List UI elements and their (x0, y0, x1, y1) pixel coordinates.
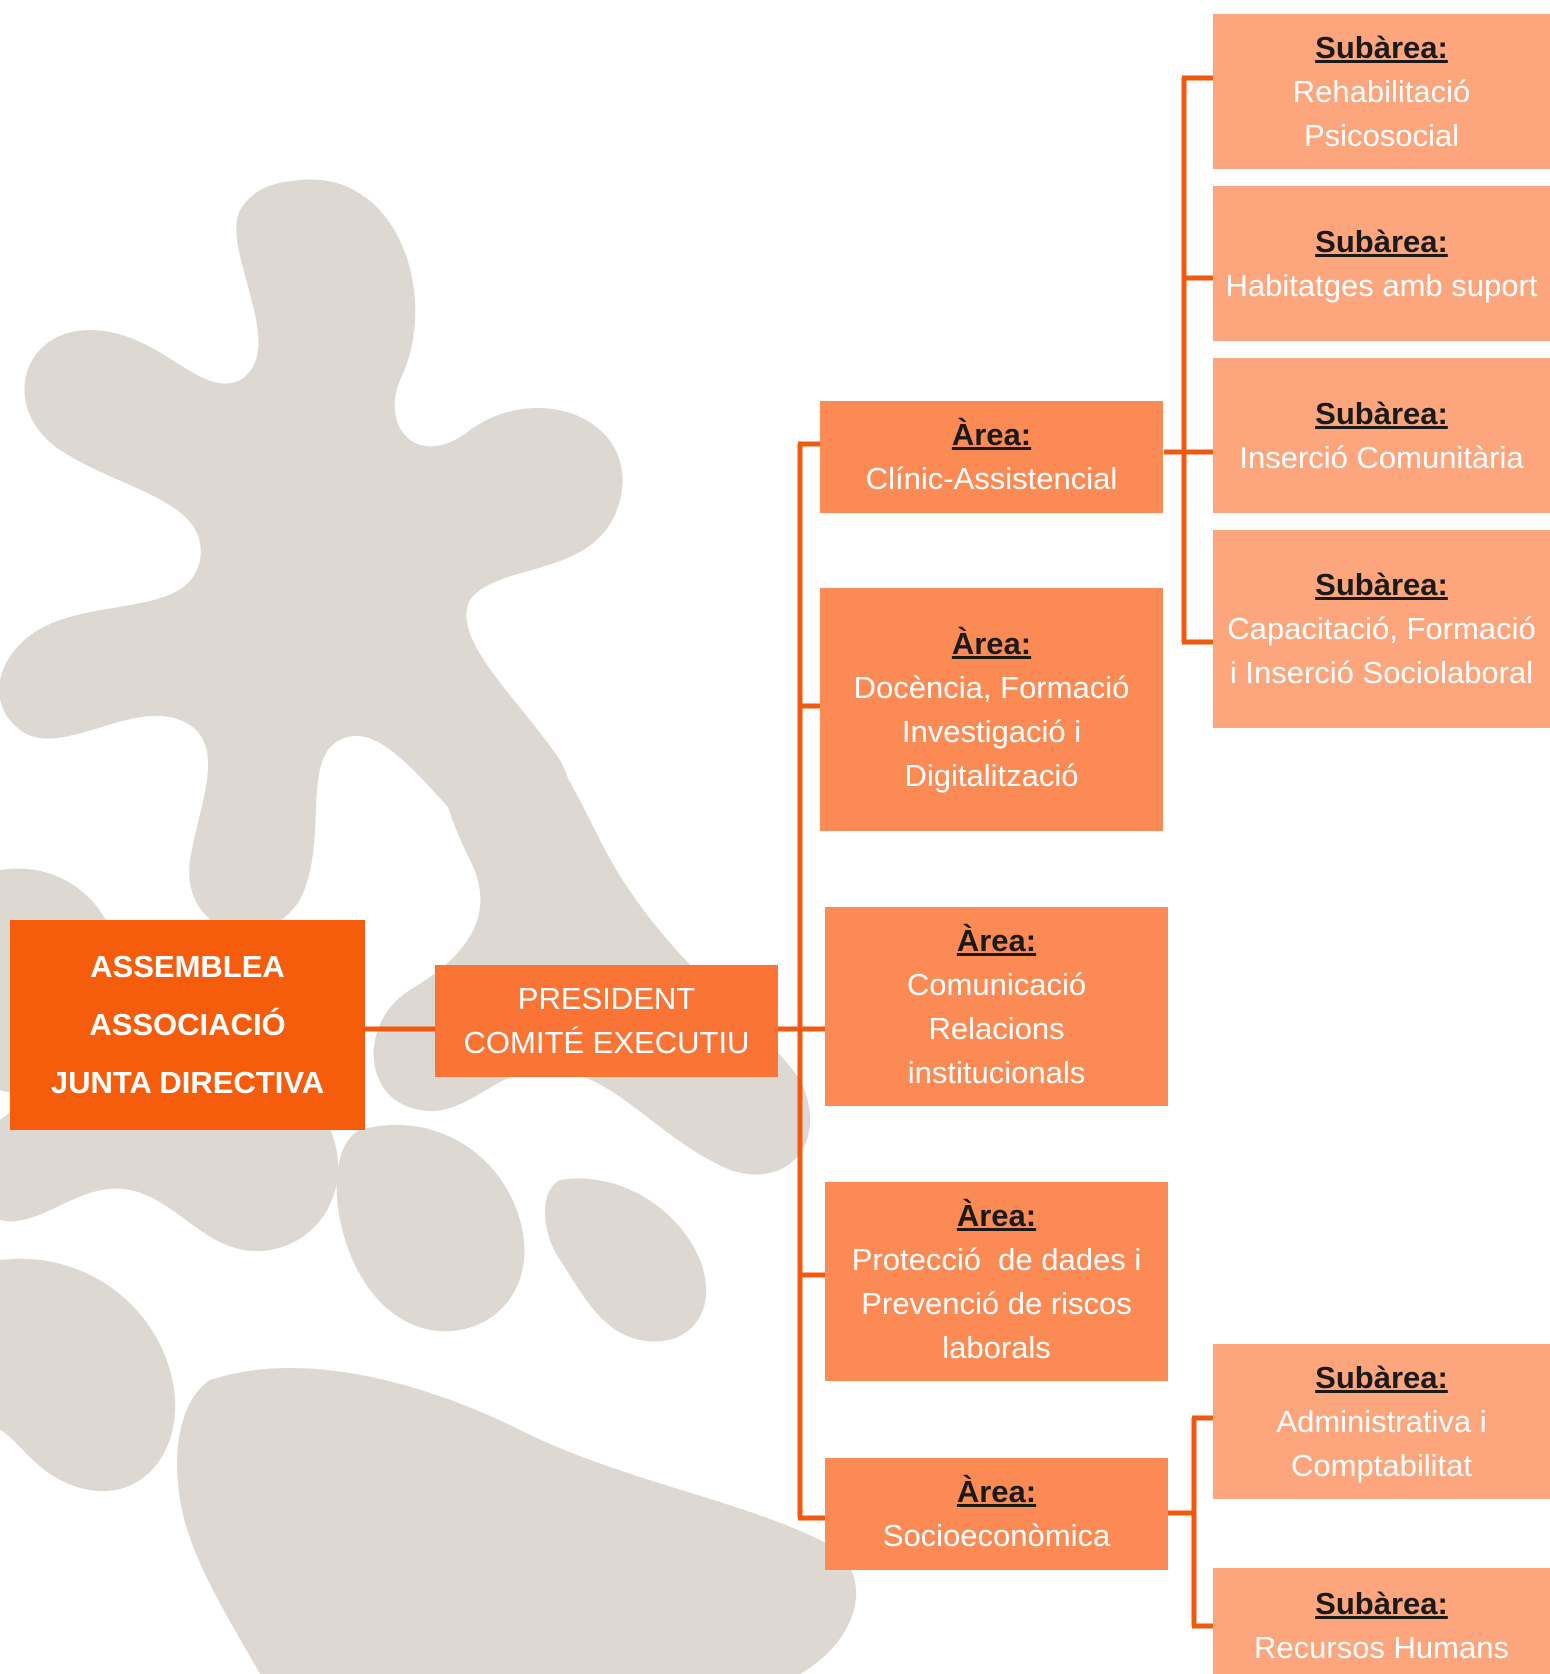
subarea-label: Capacitació, Formació (1227, 611, 1536, 646)
area-label: Digitalització (904, 757, 1079, 793)
subarea-heading: Subàrea: (1315, 223, 1448, 259)
subarea-label: Administrativa i (1276, 1403, 1487, 1439)
subarea-node-rehabilitacio: Subàrea: Rehabilitació Psicosocial (1213, 14, 1550, 169)
area-label: Investigació i (901, 713, 1082, 749)
root-line: JUNTA DIRECTIVA (50, 1065, 325, 1100)
subarea-node-administrativa: Subàrea: Administrativa i Comptabilitat (1213, 1344, 1550, 1499)
president-line: PRESIDENT (517, 981, 696, 1016)
president-line: COMITÉ EXECUTIU (463, 1025, 750, 1060)
area-label: Socioeconòmica (882, 1518, 1111, 1553)
subarea-node-recursos-humans: Subàrea: Recursos Humans (1213, 1568, 1550, 1674)
area-node-proteccio-dades: Àrea: Protecció de dades i Prevenció de … (825, 1182, 1168, 1381)
subarea-heading: Subàrea: (1315, 1359, 1448, 1395)
area-label: laborals (942, 1329, 1051, 1365)
subarea-label: i Inserció Sociolaboral (1229, 655, 1534, 690)
area-heading: Àrea: (951, 625, 1032, 661)
area-label: Relacions (928, 1010, 1065, 1046)
root-line: ASSEMBLEA (90, 949, 285, 984)
subarea-label: Recursos Humans (1254, 1630, 1509, 1665)
subarea-label: Inserció Comunitària (1239, 439, 1524, 475)
area-node-clinic-assistencial: Àrea: Clínic-Assistencial (820, 401, 1163, 513)
area-node-comunicacio: Àrea: Comunicació Relacions instituciona… (825, 907, 1168, 1106)
root-node-assemblea: ASSEMBLEA ASSOCIACIÓ JUNTA DIRECTIVA (10, 920, 365, 1130)
area-label: Prevenció de riscos (861, 1285, 1132, 1321)
subarea-node-capacitacio: Subàrea: Capacitació, Formació i Inserci… (1213, 530, 1550, 728)
subarea-label: Rehabilitació (1292, 73, 1471, 109)
area-heading: Àrea: (956, 1197, 1037, 1233)
root-line: ASSOCIACIÓ (89, 1007, 286, 1042)
subarea-heading: Subàrea: (1315, 395, 1448, 431)
subarea-heading: Subàrea: (1315, 567, 1448, 602)
area-heading: Àrea: (956, 1474, 1037, 1509)
subarea-heading: Subàrea: (1315, 29, 1448, 65)
area-heading: Àrea: (956, 922, 1037, 958)
subarea-node-habitatges: Subàrea: Habitatges amb suport (1213, 186, 1550, 341)
subarea-label: Psicosocial (1303, 117, 1460, 153)
area-label: Comunicació (906, 966, 1087, 1002)
subarea-label: Habitatges amb suport (1225, 267, 1538, 303)
area-label: Protecció de dades i (851, 1241, 1142, 1277)
subarea-node-insercio-comunitaria: Subàrea: Inserció Comunitària (1213, 358, 1550, 513)
area-label: Clínic-Assistencial (865, 461, 1118, 496)
subarea-heading: Subàrea: (1315, 1586, 1448, 1621)
area-node-socioeconomica: Àrea: Socioeconòmica (825, 1458, 1168, 1570)
area-label: Docència, Formació (853, 669, 1130, 705)
president-node: PRESIDENT COMITÉ EXECUTIU (435, 965, 778, 1077)
area-node-docencia: Àrea: Docència, Formació Investigació i … (820, 588, 1163, 831)
area-heading: Àrea: (951, 417, 1032, 452)
subarea-label: Comptabilitat (1291, 1447, 1472, 1483)
area-label: institucionals (907, 1054, 1086, 1090)
